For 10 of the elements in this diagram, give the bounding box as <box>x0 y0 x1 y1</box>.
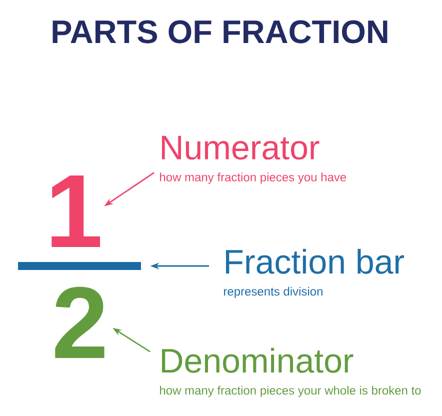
numeral: 2 <box>55 286 104 358</box>
term-description: represents division <box>224 286 322 298</box>
term-heading: Numerator <box>162 136 320 160</box>
fraction-bar <box>18 262 141 270</box>
title: PARTS OF FRACTION <box>52 20 388 44</box>
term-description: how many fraction pieces you have <box>160 172 346 184</box>
term-heading: Fraction bar <box>226 248 404 274</box>
term-heading: Denominator <box>162 348 354 373</box>
numeral: 1 <box>52 175 100 247</box>
term-description: how many fraction pieces your whole is broken to <box>160 386 421 398</box>
